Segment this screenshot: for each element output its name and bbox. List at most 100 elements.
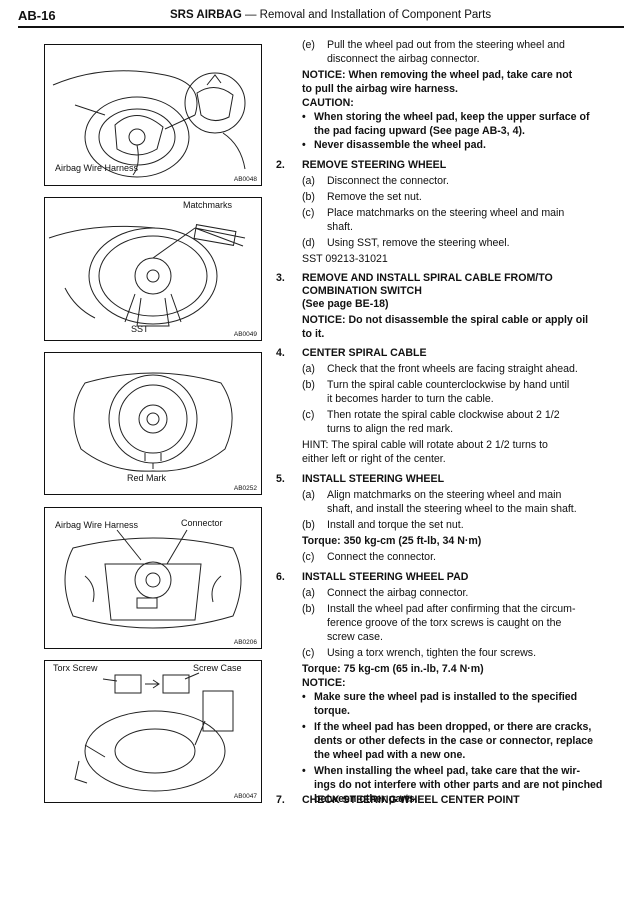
step-text: shaft. [327,221,353,233]
notice-text: Make sure the wheel pad is installed to … [314,691,578,703]
step-text: Check that the front wheels are facing s… [327,363,578,375]
step-letter: (a) [302,587,315,599]
notice-text: NOTICE: When removing the wheel pad, tak… [302,69,573,81]
section-number: 6. [276,571,285,583]
illustration-connector [64,529,242,629]
step-text: ference groove of the torx screws is cau… [327,617,562,629]
section-number: 4. [276,347,285,359]
section-title: INSTALL STEERING WHEEL [302,473,445,485]
bullet: • [302,691,306,703]
notice-heading: NOTICE: [302,677,346,689]
illustration-spiral-cable [73,372,233,472]
label-screw-case: Screw Case [193,663,242,673]
step-letter: (a) [302,363,315,375]
notice-text: between other parts. [314,793,418,805]
step-letter: (b) [302,379,315,391]
figure-code: AB0206 [233,639,257,646]
header-rule [18,26,624,28]
figure-connector: Airbag Wire Harness Connector AB0206 [44,507,262,649]
notice-text: to it. [302,328,325,340]
step-text: disconnect the airbag connector. [327,53,480,65]
section-number: 3. [276,272,285,284]
step-letter: (a) [302,175,315,187]
hint-text: HINT: The spiral cable will rotate about… [302,439,548,451]
step-text: Disconnect the connector. [327,175,449,187]
caution-text: When storing the wheel pad, keep the upp… [314,111,590,123]
figure-red-mark: Red Mark AB0252 [44,352,262,495]
step-text: Connect the airbag connector. [327,587,469,599]
section-title: REMOVE STEERING WHEEL [302,159,447,171]
bullet: • [302,721,306,733]
section-subtitle: — Removal and Installation of Component … [244,9,492,21]
notice-text: the wheel pad with a new one. [314,749,466,761]
step-text: Using SST, remove the steering wheel. [327,237,510,249]
step-text: Then rotate the spiral cable clockwise a… [327,409,560,421]
page-reference: (See page BE-18) [302,298,389,310]
figure-code: AB0047 [233,793,257,800]
step-text: Connect the connector. [327,551,436,563]
bullet: • [302,765,306,777]
step-letter: (c) [302,647,315,659]
illustration-steering-removal [48,224,246,327]
figure-matchmarks: Matchmarks SST AB0049 [44,197,262,341]
step-letter: (e) [302,39,315,51]
section-title: INSTALL STEERING WHEEL PAD [302,571,469,583]
illustration-torx-screw [74,672,234,792]
sst-number: SST 09213-31021 [302,253,388,265]
figure-code: AB0252 [233,485,257,492]
figure-torx-screw: Torx Screw Screw Case AB0047 [44,660,262,803]
step-letter: (b) [302,191,315,203]
step-letter: (b) [302,603,315,615]
step-letter: (c) [302,207,315,219]
caution-heading: CAUTION: [302,97,354,109]
caution-text: the pad facing upward (See page AB-3, 4)… [314,125,525,137]
label-matchmarks: Matchmarks [183,200,233,210]
notice-text: torque. [314,705,350,717]
step-letter: (a) [302,489,315,501]
label-connector: Connector [181,518,223,528]
step-text: Place matchmarks on the steering wheel a… [327,207,565,219]
notice-text: NOTICE: Do not disassemble the spiral ca… [302,314,589,326]
section-title: CENTER SPIRAL CABLE [302,347,427,359]
figure-airbag-harness: Airbag Wire Harness AB0048 [44,44,262,186]
section-number: 7. [276,794,285,806]
step-text: Remove the set nut. [327,191,422,203]
step-text: it becomes harder to turn the cable. [327,393,494,405]
label-sst: SST [131,324,149,334]
notice-text: ings do not interfere with other parts a… [314,779,603,791]
step-text: Pull the wheel pad out from the steering… [327,39,565,51]
notice-text: dents or other defects in the case or co… [314,735,594,747]
step-letter: (c) [302,551,315,563]
hint-text: either left or right of the center. [302,453,446,465]
step-text: Install the wheel pad after confirming t… [327,603,576,615]
step-text: turns to align the red mark. [327,423,454,435]
torque-spec: Torque: 350 kg-cm (25 ft-lb, 34 N·m) [302,535,482,547]
label-torx-screw: Torx Screw [53,663,98,673]
step-letter: (b) [302,519,315,531]
page-header: AB-16 SRS AIRBAG — Removal and Installat… [18,8,624,28]
illustration-pad-removal [52,70,246,178]
step-letter: (c) [302,409,315,421]
step-text: Using a torx wrench, tighten the four sc… [327,647,537,659]
step-text: screw case. [327,631,383,643]
notice-text: If the wheel pad has been dropped, or th… [314,721,592,733]
notice-text: to pull the airbag wire harness. [302,83,458,95]
figure-code: AB0049 [233,331,257,338]
caution-text: Never disassemble the wheel pad. [314,139,486,151]
step-letter: (d) [302,237,315,249]
section-number: 2. [276,159,285,171]
section-title: REMOVE AND INSTALL SPIRAL CABLE FROM/TO [302,272,553,284]
page-number: AB-16 [18,8,56,23]
step-text: Install and torque the set nut. [327,519,464,531]
section-brand: SRS AIRBAG [170,9,242,21]
step-text: Turn the spiral cable counterclockwise b… [327,379,570,391]
section-title: COMBINATION SWITCH [302,285,422,297]
step-text: Align matchmarks on the steering wheel a… [327,489,562,501]
section-title: CHECK STEERING WHEEL CENTER POINT [302,794,520,806]
page-title: SRS AIRBAG — Removal and Installation of… [170,9,491,21]
section-number: 5. [276,473,285,485]
torque-spec: Torque: 75 kg-cm (65 in.-lb, 7.4 N·m) [302,663,484,675]
bullet: • [302,111,306,123]
figure-code: AB0048 [233,176,257,183]
step-text: shaft, and install the steering wheel to… [327,503,577,515]
